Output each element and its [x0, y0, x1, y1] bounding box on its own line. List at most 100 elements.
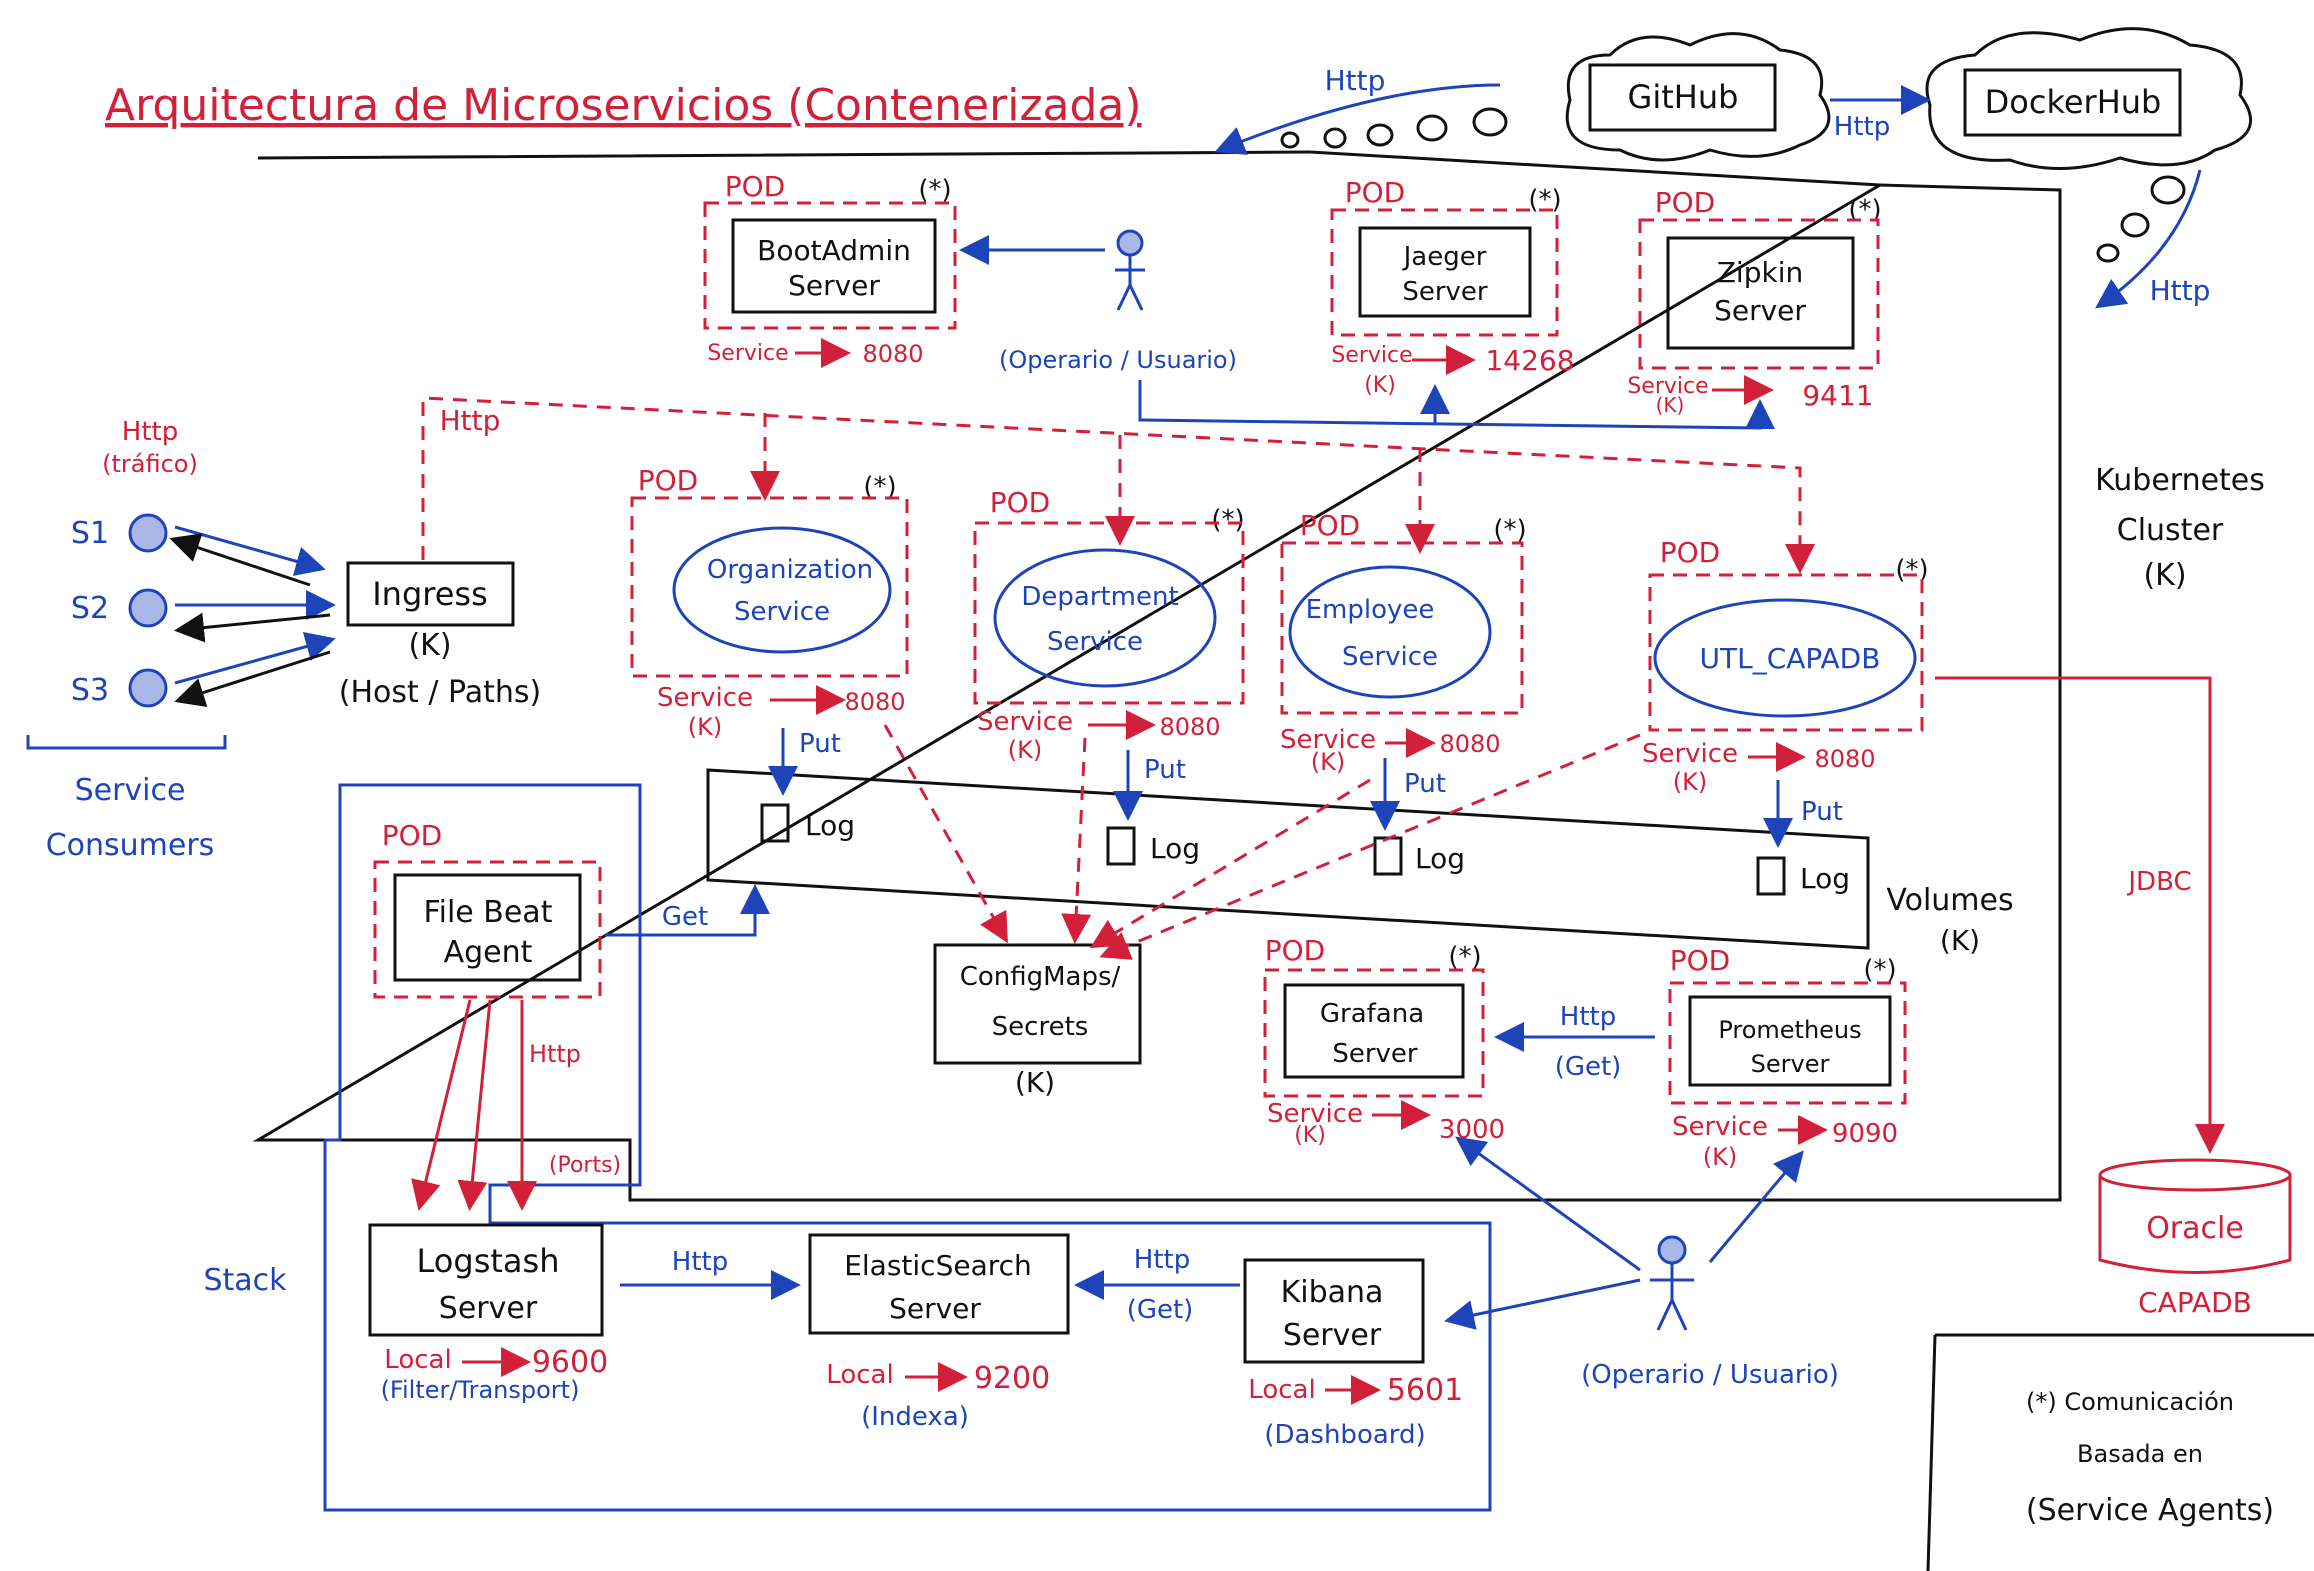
- grafana-l2: Server: [1332, 1039, 1418, 1069]
- bootadmin-svc: Service: [707, 341, 788, 366]
- ingress-http-label: Http: [440, 404, 501, 437]
- k8s-l2: Cluster: [2117, 513, 2224, 548]
- logstash-local: Local: [384, 1345, 451, 1375]
- client-http-label: Http: [122, 417, 178, 447]
- kubernetes-cluster-boundary: [252, 150, 2062, 1202]
- elastic-local: Local: [826, 1360, 893, 1390]
- employee-ellipse: [1288, 565, 1492, 699]
- filebeat-pod-label: POD: [382, 819, 442, 852]
- bootadmin-l2: Server: [788, 269, 880, 302]
- jdbc-label: JDBC: [2126, 867, 2191, 897]
- filebeat-get-arrow: [605, 884, 770, 937]
- operator-to-zipkin: [1138, 380, 1775, 430]
- elastic-l1: ElasticSearch: [844, 1249, 1032, 1282]
- bootadmin-box: [731, 218, 937, 314]
- jaeger-pod: [1330, 208, 1559, 337]
- oracle-l1: Oracle: [2146, 1211, 2244, 1246]
- ingress-k: (K): [408, 628, 451, 663]
- http-right-label: Http: [2150, 274, 2211, 307]
- organization-svc: Service: [657, 683, 753, 713]
- http-get-l2: (Get): [1555, 1052, 1622, 1082]
- department-pod: [973, 521, 1245, 705]
- log-2: Log: [1150, 832, 1200, 865]
- http-logstash-label: Http: [672, 1247, 728, 1277]
- employee-l1: Employee: [1306, 595, 1435, 625]
- legend-box: [1926, 1333, 2314, 1571]
- prometheus-k: (K): [1703, 1143, 1737, 1171]
- dockerhub-box: [1963, 68, 2182, 137]
- operator-bottom-icon: [1650, 1235, 1694, 1331]
- employee-svc: Service: [1280, 725, 1376, 755]
- elastic-port: 9200: [974, 1361, 1050, 1396]
- github-cloud: [1565, 32, 1831, 162]
- jaeger-l2: Server: [1402, 277, 1488, 307]
- s2-label: S2: [71, 591, 109, 626]
- department-l2: Service: [1047, 627, 1143, 657]
- utl-pod: [1648, 573, 1924, 732]
- http-kibana-l2: (Get): [1127, 1295, 1194, 1325]
- bootadmin-l1: BootAdmin: [757, 234, 911, 267]
- oracle-database-icon: [2098, 1158, 2292, 1274]
- put-2: Put: [1144, 755, 1186, 785]
- utl-l1: UTL_CAPADB: [1700, 642, 1881, 675]
- jdbc-line: [1935, 676, 2225, 1154]
- department-star: (*): [1211, 505, 1244, 535]
- consumers-label-1: Service: [75, 773, 186, 808]
- prometheus-box: [1688, 995, 1892, 1087]
- operator-bottom-arrows: [1444, 1136, 1804, 1330]
- bootadmin-port: 8080: [862, 340, 923, 368]
- http-kibana-l1: Http: [1134, 1245, 1190, 1275]
- ingress-routing: [421, 396, 1815, 574]
- cluster-top-right-edge: [1309, 150, 1881, 187]
- kibana-port: 5601: [1387, 1373, 1463, 1408]
- elastic-sub: (Indexa): [861, 1402, 969, 1432]
- kibana-box: [1243, 1258, 1425, 1364]
- log-3: Log: [1415, 842, 1465, 875]
- dockerhub-cloud: [1925, 27, 2252, 171]
- s1-label: S1: [71, 516, 109, 551]
- department-ellipse: [993, 548, 1217, 688]
- logstash-box: [368, 1223, 604, 1337]
- configmaps-l1: ConfigMaps/: [960, 962, 1121, 992]
- employee-star: (*): [1493, 515, 1526, 545]
- prometheus-port: 9090: [1832, 1119, 1898, 1149]
- bootadmin-pod: [703, 201, 957, 330]
- github-label: GitHub: [1628, 78, 1739, 116]
- prometheus-svc: Service: [1672, 1112, 1768, 1142]
- grafana-svc: Service: [1267, 1099, 1363, 1129]
- employee-k: (K): [1311, 748, 1345, 776]
- utl-ellipse: [1653, 598, 1917, 718]
- organization-k: (K): [688, 713, 722, 741]
- legend-l1: (*) Comunicación: [2026, 1388, 2234, 1416]
- grafana-pod: [1263, 968, 1485, 1098]
- log-file-icons: [760, 803, 1786, 896]
- department-l1: Department: [1021, 582, 1178, 612]
- filebeat-box: [393, 873, 582, 982]
- put-3: Put: [1404, 769, 1446, 799]
- bootadmin-pod-label: POD: [725, 170, 785, 203]
- utl-k: (K): [1673, 768, 1707, 796]
- grafana-pod-label: POD: [1265, 934, 1325, 967]
- configmaps-k: (K): [1015, 1066, 1055, 1099]
- logstash-l2: Server: [439, 1291, 538, 1326]
- config-arrows: [883, 724, 1641, 960]
- organization-pod-label: POD: [638, 464, 698, 497]
- filebeat-l1: File Beat: [424, 895, 553, 930]
- kibana-l1: Kibana: [1281, 1275, 1384, 1310]
- legend-l3: (Service Agents): [2026, 1493, 2274, 1528]
- dockerhub-label: DockerHub: [1985, 83, 2162, 121]
- bootadmin-star: (*): [918, 175, 951, 205]
- prometheus-pod-label: POD: [1670, 944, 1730, 977]
- thought-bubbles-right: [2096, 175, 2186, 263]
- jaeger-k: (K): [1364, 373, 1396, 398]
- employee-port: 8080: [1439, 730, 1500, 758]
- department-pod-label: POD: [990, 486, 1050, 519]
- organization-ellipse: [672, 526, 892, 654]
- organization-l1: Organization: [707, 555, 873, 585]
- logstash-sub: (Filter/Transport): [381, 1376, 580, 1404]
- zipkin-box: [1666, 236, 1855, 350]
- zipkin-l2: Server: [1714, 294, 1806, 327]
- http-left-arrow: [1214, 83, 1501, 155]
- jaeger-l1: Jaeger: [1402, 242, 1487, 272]
- jaeger-svc: Service: [1331, 343, 1412, 368]
